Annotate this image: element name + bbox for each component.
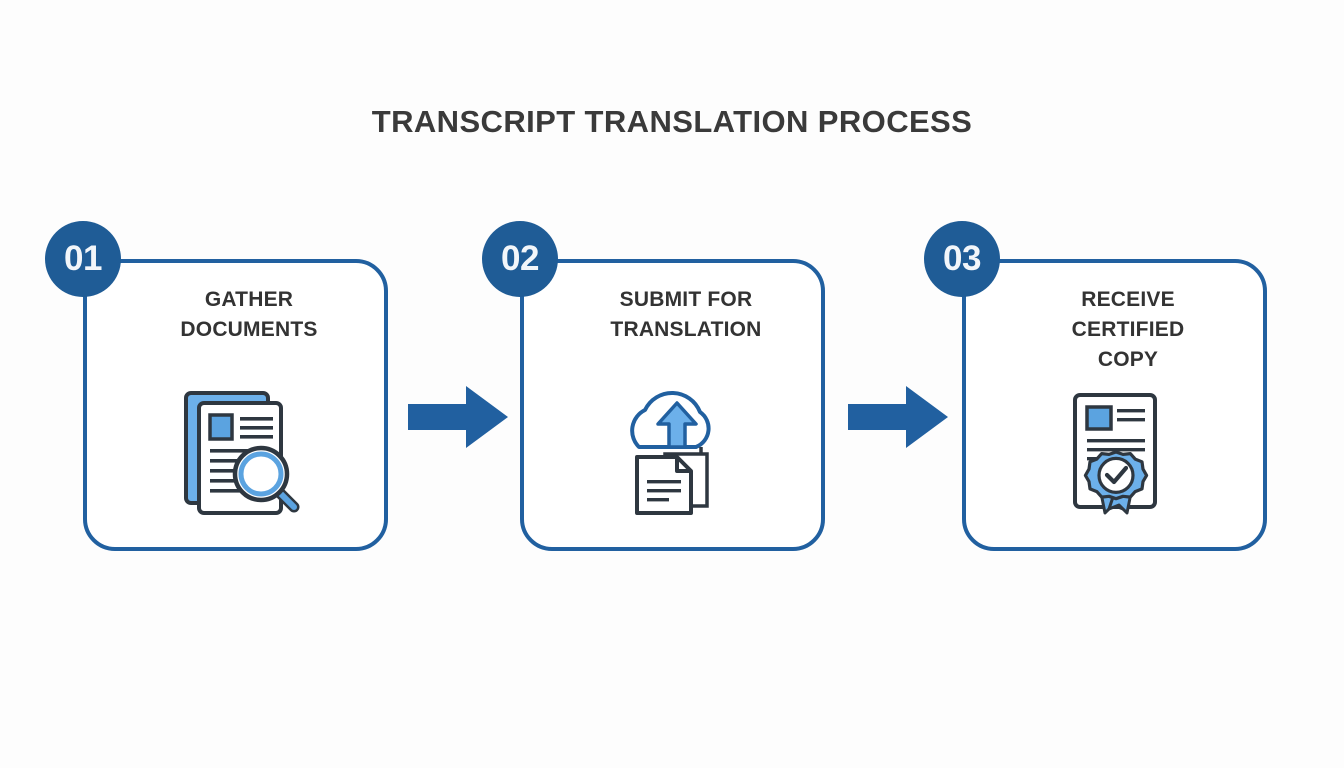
step-icon-2-container bbox=[524, 381, 821, 521]
step-label-1-line-1: GATHER bbox=[204, 288, 294, 311]
step-label-2-line-1: SUBMIT FOR bbox=[619, 288, 753, 311]
step-label-2-line-2: TRANSLATION bbox=[610, 318, 762, 341]
page-title: TRANSCRIPT TRANSLATION PROCESS bbox=[371, 104, 973, 139]
step-label-3-line-2: CERTIFIED bbox=[1071, 318, 1185, 341]
certificate-seal-icon bbox=[1072, 393, 1157, 515]
step-label-2: SUBMIT FOR TRANSLATION bbox=[568, 285, 804, 345]
step-number-badge-2: 02 bbox=[482, 221, 558, 297]
step-icon-3-container bbox=[966, 389, 1263, 529]
step-label-1: GATHER DOCUMENTS bbox=[131, 285, 367, 345]
arrow-step2-to-step3 bbox=[848, 386, 948, 448]
step-number-badge-1: 01 bbox=[45, 221, 121, 297]
arrow-right-icon bbox=[408, 386, 508, 448]
step-label-3-line-3: COPY bbox=[1097, 348, 1159, 371]
documents-magnifier-icon bbox=[183, 391, 299, 515]
step-icon-1-container bbox=[87, 381, 384, 521]
arrow-right-icon bbox=[848, 386, 948, 448]
step-label-1-line-2: DOCUMENTS bbox=[180, 318, 318, 341]
step-card-1[interactable]: 01 GATHER DOCUMENTS bbox=[45, 221, 388, 551]
arrow-step1-to-step2 bbox=[408, 386, 508, 448]
step-number-badge-3: 03 bbox=[924, 221, 1000, 297]
cloud-upload-document-icon bbox=[629, 390, 711, 515]
step-card-3[interactable]: 03 RECEIVE CERTIFIED COPY bbox=[924, 221, 1267, 551]
step-card-2[interactable]: 02 SUBMIT FOR TRANSLATION bbox=[482, 221, 825, 551]
step-label-3: RECEIVE CERTIFIED COPY bbox=[1010, 285, 1246, 375]
step-label-3-line-1: RECEIVE bbox=[1081, 288, 1175, 311]
